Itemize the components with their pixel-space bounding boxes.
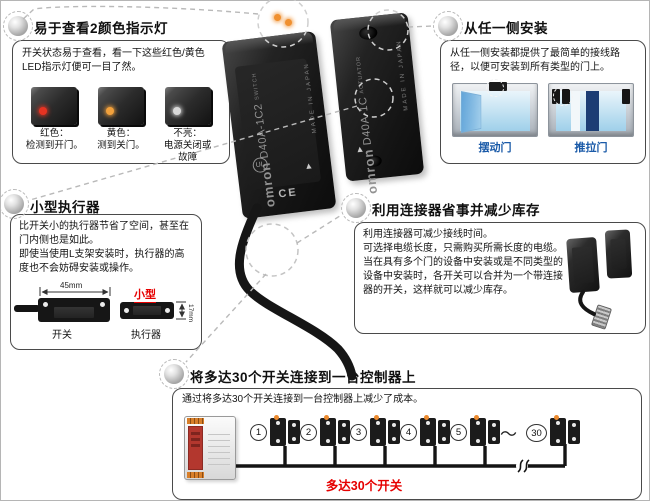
feature-bullet-icon xyxy=(3,11,33,41)
callout-mini-circle xyxy=(553,86,573,106)
state-red-label: 红色： 检测到开门。 xyxy=(25,128,83,151)
feature-title-multi: 将多达30个开关连接到一台控制器上 xyxy=(190,370,417,385)
switch-group-1: 1 xyxy=(250,415,300,446)
switch-number-badge: 4 xyxy=(400,424,417,441)
swing-door-label: 摆动门 xyxy=(478,142,512,154)
controller-icon xyxy=(184,416,236,480)
state-off-label: 不亮： 电源关闭或 故障 xyxy=(163,128,212,163)
switch-unit-icon xyxy=(270,415,286,446)
multi-body: 通过将多达30个开关连接到一台控制器上减少了成本。 xyxy=(182,394,424,405)
actuator-unit-icon xyxy=(568,420,580,444)
actuator-unit-icon xyxy=(388,420,400,444)
actuator-unit-icon xyxy=(488,420,500,444)
switch-photo-icon xyxy=(97,87,144,125)
swing-door-icon xyxy=(452,79,538,137)
diagram-actuator-label: 执行器 xyxy=(131,330,161,341)
actuator-hole-icon xyxy=(358,25,378,41)
callout-mini-circle xyxy=(486,79,504,97)
leader-line xyxy=(407,25,434,28)
switch-number-badge: 30 xyxy=(526,424,547,442)
indicator-states: 红色： 检测到开门。 黄色： 测到关门。 不亮： 电源关闭或 故障 xyxy=(21,87,221,164)
connector-switch-icon xyxy=(566,237,600,293)
sliding-door-icon xyxy=(548,83,634,137)
small-tag-label: 小型 xyxy=(134,286,156,303)
controller-front-panel xyxy=(188,426,203,470)
tilde-separator: ～ xyxy=(500,425,517,444)
feature-bullet-icon xyxy=(433,11,463,41)
actuator-unit-icon xyxy=(438,420,450,444)
callout-circle-cable xyxy=(245,223,299,277)
triangle-mark-icon: ▲ xyxy=(303,160,314,172)
state-yellow-label: 黄色： 测到关门。 xyxy=(97,128,145,151)
feature-title-mount: 从任一侧安装 xyxy=(464,21,548,36)
switch-number-badge: 3 xyxy=(350,424,367,441)
feature-title-connector: 利用连接器省事并减少库存 xyxy=(372,203,540,218)
state-red: 红色： 检测到开门。 xyxy=(23,87,85,164)
indicator-body: 开关状态易于查看，看一下这些红色/黄色LED指示灯便可一目了然。 xyxy=(22,48,205,73)
connector-actuator-icon xyxy=(604,229,633,279)
state-yellow: 黄色： 测到关门。 xyxy=(90,87,152,164)
switch-unit-icon xyxy=(470,415,486,446)
feature-title-small-actuator: 小型执行器 xyxy=(30,200,100,215)
switch-group-2: 2 xyxy=(300,415,350,446)
diagram-actuator-icon xyxy=(120,302,174,319)
product-switch-photo: omronD40A-1C2SWITCH MADE IN JAPAN UL CE … xyxy=(221,30,337,220)
yellow-led-icon xyxy=(105,107,114,115)
switch-group-3: 3 xyxy=(350,415,400,446)
orange-led-icon xyxy=(274,14,281,21)
switch-unit-icon xyxy=(370,415,386,446)
door-figures: 摆动门 推拉门 xyxy=(447,79,639,155)
switch-unit-icon xyxy=(550,415,566,446)
actuator-unit-icon xyxy=(288,420,300,444)
diagram-switch-label: 开关 xyxy=(52,330,72,341)
switch-unit-icon xyxy=(420,415,436,446)
mount-body: 从任一侧安装都提供了最简单的接线路径，以便可安装到所有类型的门上。 xyxy=(450,48,620,73)
actuator-label-text: omronD40A-1CACTUATOR xyxy=(355,55,381,195)
small-actuator-body: 比开关小的执行器节省了空间，甚至在门内侧也是如此。 即使当使用L支架安装时，执行… xyxy=(19,221,189,274)
sliding-door-label: 推拉门 xyxy=(574,142,608,154)
feature-title-indicator: 易于查看2颜色指示灯 xyxy=(34,21,169,36)
feature-box-indicator: 开关状态易于查看，看一下这些红色/黄色LED指示灯便可一目了然。 红色： 检测到… xyxy=(12,40,230,164)
switch-group-5: 5 xyxy=(450,415,500,446)
switch-photo-icon xyxy=(31,87,78,125)
switch-photo-icon xyxy=(164,87,211,125)
sliding-door-figure: 推拉门 xyxy=(547,83,635,155)
switch-number-badge: 5 xyxy=(450,424,467,441)
actuator-unit-icon xyxy=(338,420,350,444)
up-to-30-caption: 多达30个开关 xyxy=(325,479,403,493)
off-led-icon xyxy=(172,107,181,115)
diagram-switch-icon xyxy=(38,298,110,322)
feature-box-small-actuator xyxy=(10,214,202,350)
switch-cable xyxy=(234,203,357,381)
ce-mark: CE xyxy=(277,186,299,201)
switch-group-4: 4 xyxy=(400,415,450,446)
feature-bullet-icon xyxy=(341,193,371,223)
feature-bullet-icon xyxy=(159,359,189,389)
switch-group-30: 30 xyxy=(526,415,580,446)
feature-bullet-icon xyxy=(0,189,29,219)
connector-body: 利用连接器可减少接线时间。 可选择电缆长度，只需购买所需长度的电缆。 当在具有多… xyxy=(363,229,563,296)
product-actuator-photo: omronD40A-1CACTUATOR MADE IN JAPAN ▲ xyxy=(329,12,425,195)
orange-led-icon xyxy=(285,19,292,26)
triangle-mark-icon: ▲ xyxy=(354,143,365,155)
cable-stub-icon xyxy=(14,305,40,312)
leader-line xyxy=(296,213,344,244)
mounted-switch-icon xyxy=(622,89,630,104)
swing-door-figure: 摆动门 xyxy=(451,79,539,155)
switch-unit-icon xyxy=(320,415,336,446)
red-led-icon xyxy=(39,107,48,115)
state-off: 不亮： 电源关闭或 故障 xyxy=(157,87,219,164)
made-in-japan-text: MADE IN JAPAN xyxy=(396,39,410,111)
switch-number-badge: 2 xyxy=(300,424,317,441)
feature-box-mount: 从任一侧安装都提供了最简单的接线路径，以便可安装到所有类型的门上。 摆动门 xyxy=(440,40,646,164)
switch-number-badge: 1 xyxy=(250,424,267,441)
